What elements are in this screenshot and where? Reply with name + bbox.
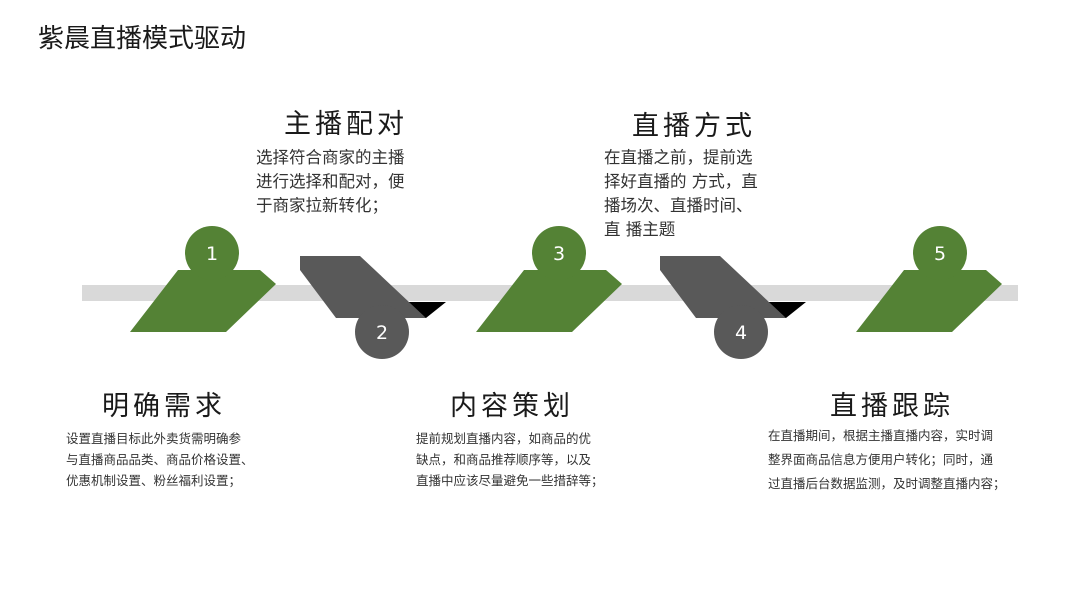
step-2-circle	[355, 305, 409, 359]
step-1-marker: 1	[130, 226, 276, 332]
step-2-heading: 主播配对	[284, 109, 408, 140]
step-5-heading: 直播跟踪	[830, 391, 954, 422]
step-1-heading: 明确需求	[102, 391, 226, 422]
step-5-number: 5	[934, 243, 946, 265]
step-2-description: 选择符合商家的主播 进行选择和配对，便 于商家拉新转化；	[256, 148, 405, 215]
step-4-number: 4	[735, 322, 747, 344]
step-2-marker: 2	[300, 256, 446, 359]
step-5-shape	[856, 270, 1002, 332]
step-1-number: 1	[206, 243, 218, 265]
page-title: 紫晨直播模式驱动	[38, 24, 247, 54]
step-1-shape	[130, 270, 276, 332]
step-3-description: 提前规划直播内容，如商品的优 缺点，和商品推荐顺序等，以及 直播中应该尽量避免一…	[416, 431, 604, 488]
step-5-circle	[913, 226, 967, 280]
step-3-number: 3	[553, 243, 565, 265]
step-2-shape	[300, 256, 426, 318]
step-4-marker: 4	[660, 256, 806, 359]
step-1-description: 设置直播目标此外卖货需明确参 与直播商品品类、商品价格设置、 优惠机制设置、粉丝…	[66, 431, 254, 488]
step-3-shape	[476, 270, 622, 332]
step-3-marker: 3	[476, 226, 622, 332]
step-4-description: 在直播之前，提前选 择好直播的 方式，直 播场次、直播时间、 直 播主题	[604, 148, 758, 239]
step-3-circle	[532, 226, 586, 280]
step-4-heading: 直播方式	[632, 111, 756, 142]
step-3-heading: 内容策划	[450, 391, 574, 422]
step-4-shape	[660, 256, 786, 318]
step-5-description: 在直播期间，根据主播直播内容，实时调 整界面商品信息方便用户转化；同时，通 过直…	[768, 428, 1006, 491]
step-4-circle	[714, 305, 768, 359]
step-2-number: 2	[376, 322, 388, 344]
step-5-marker: 5	[856, 226, 1002, 332]
step-1-circle	[185, 226, 239, 280]
